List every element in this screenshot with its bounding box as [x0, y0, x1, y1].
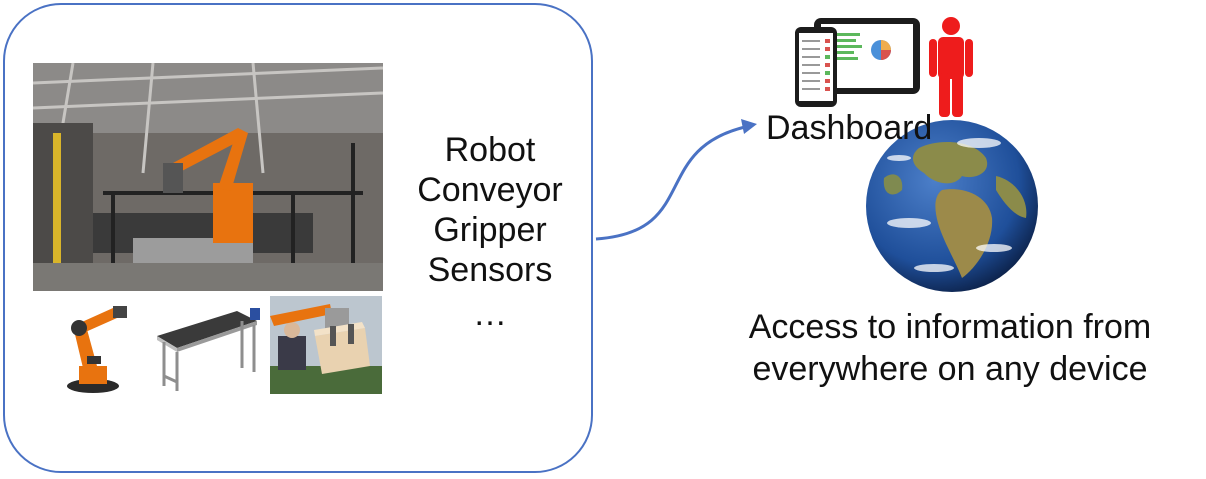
conveyor-belt-image — [157, 308, 260, 391]
person-icon — [929, 17, 973, 117]
devices-icon — [795, 18, 920, 107]
component-label-conveyor: Conveyor — [417, 171, 563, 209]
component-label-gripper: Gripper — [433, 211, 547, 249]
globe-icon — [866, 120, 1038, 292]
access-caption-line1: Access to information from — [748, 308, 1152, 346]
factory-photo — [33, 63, 383, 291]
robot-arm-image — [67, 306, 127, 393]
component-label-robot: Robot — [444, 131, 536, 169]
gripper-image — [270, 296, 382, 394]
component-label-sensors: Sensors — [427, 251, 553, 289]
access-caption-line2: everywhere on any device — [752, 350, 1148, 388]
component-label-ellipsis: … — [473, 295, 507, 333]
access-caption: Access to information from everywhere on… — [700, 306, 1200, 390]
dashboard-label: Dashboard — [766, 109, 933, 147]
system-box — [3, 3, 593, 473]
